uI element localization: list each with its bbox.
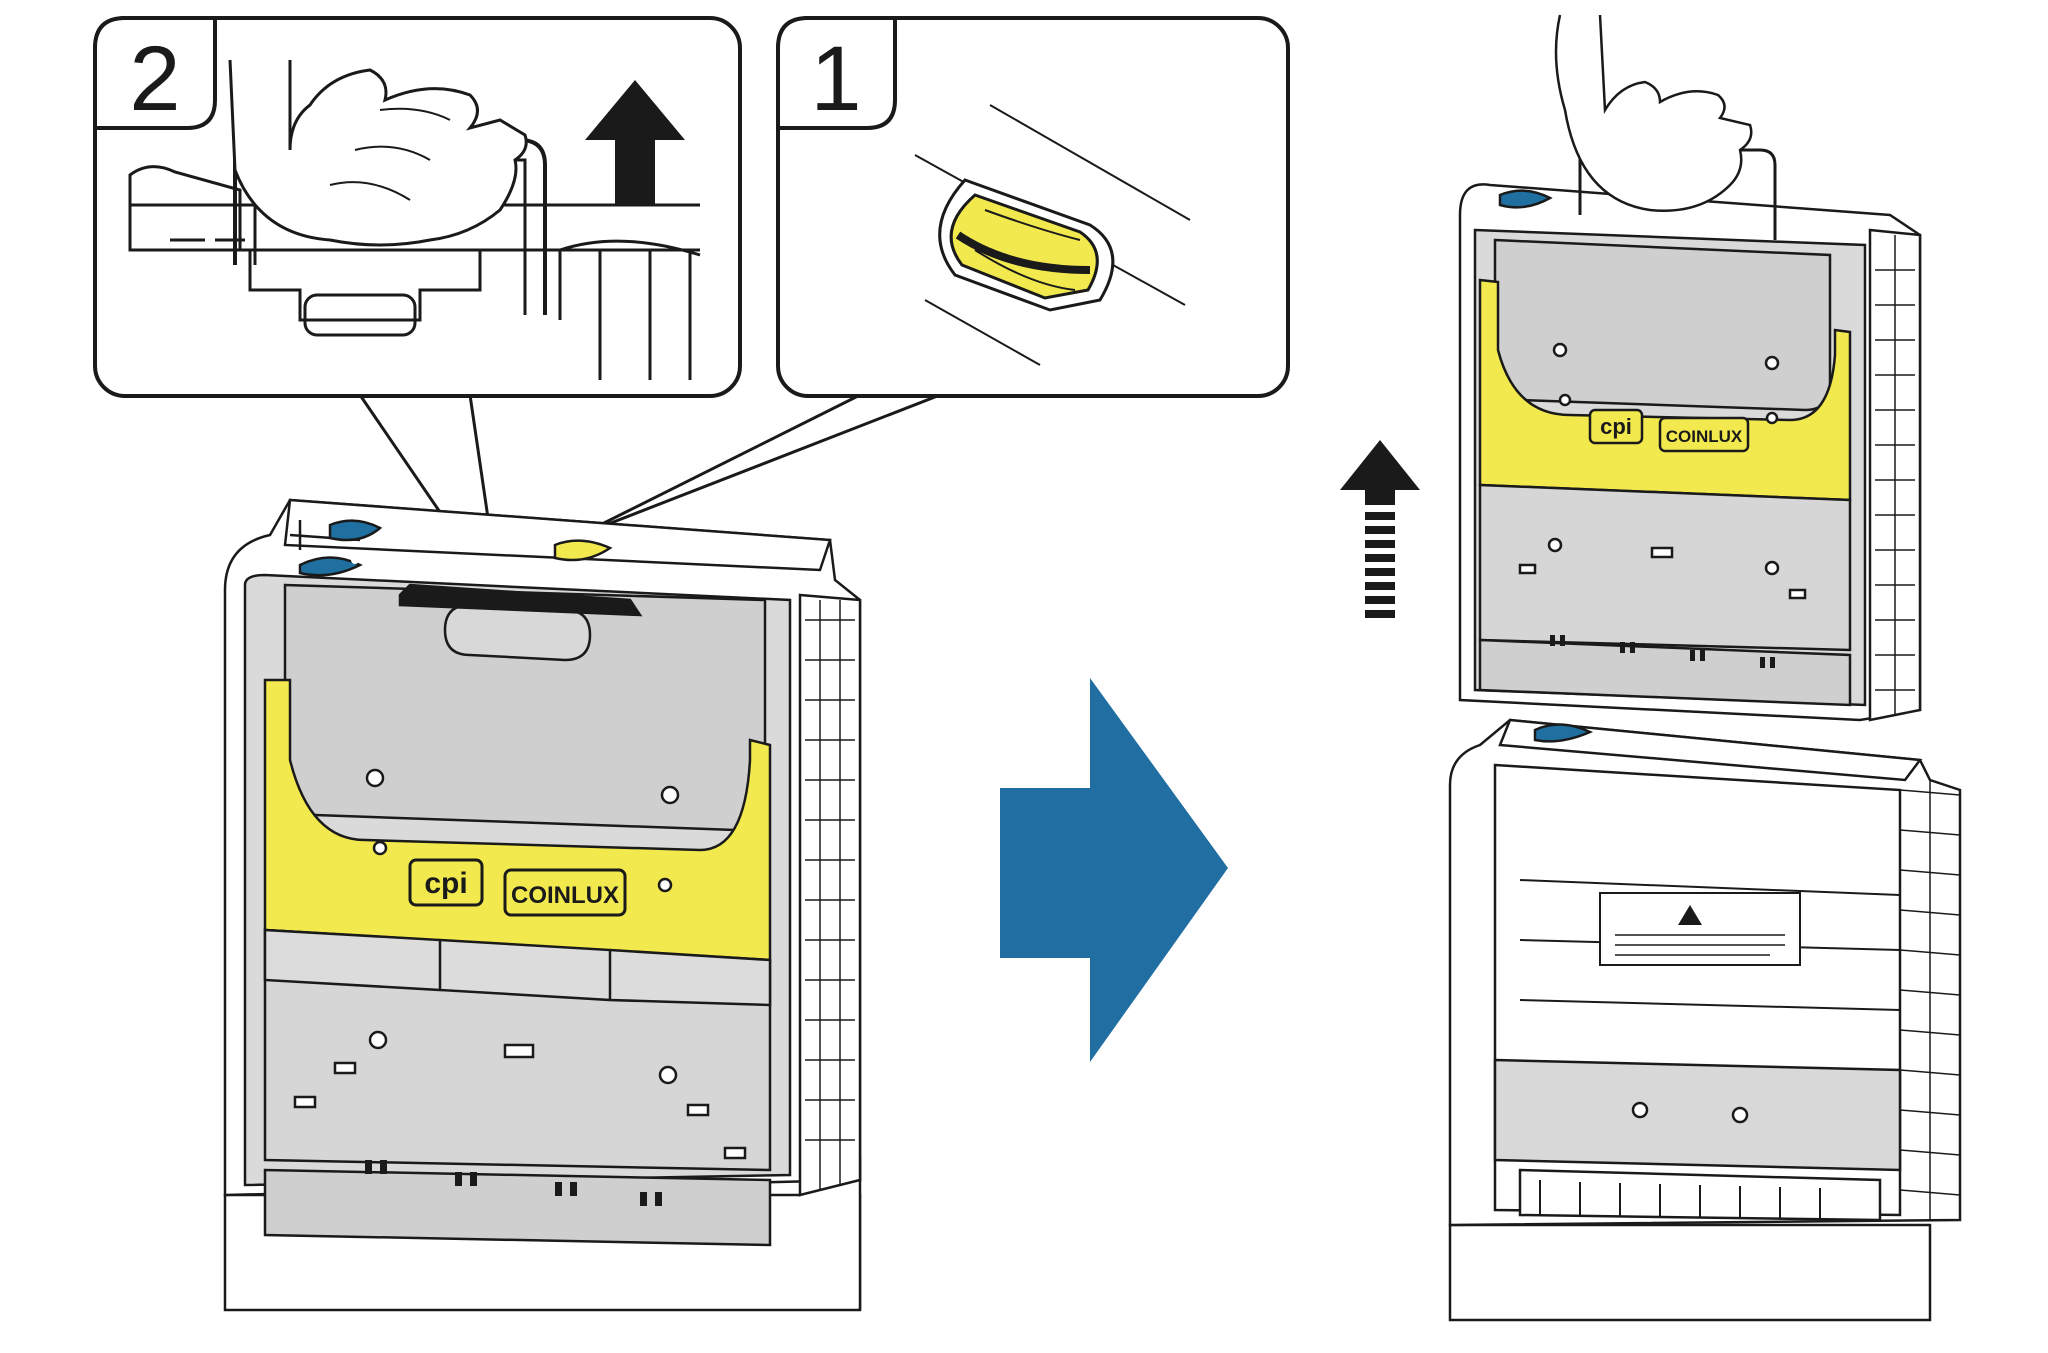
coinlux-logo: [503, 868, 627, 917]
removed-cassette: cpi COINLUX: [1458, 14, 1922, 722]
step-1-badge: 1: [810, 28, 861, 130]
coinlux-logo-small: [1658, 416, 1750, 453]
up-arrow-icon: [585, 80, 685, 205]
svg-text:cpi: cpi: [424, 867, 467, 900]
svg-text:COINLUX: COINLUX: [511, 882, 619, 909]
svg-text:cpi: cpi: [1600, 414, 1632, 439]
step-2-badge: 2: [129, 28, 180, 130]
release-lever: [938, 178, 1115, 312]
hand-icon: [1554, 14, 1753, 212]
blue-button-base: [1533, 723, 1594, 743]
callout-step-2: 2: [93, 16, 742, 398]
lift-arrow-icon: [1340, 440, 1420, 618]
assembled-unit: cpi COINLUX: [223, 498, 862, 1312]
warning-label: [1599, 892, 1801, 966]
callout-step-1: 1: [776, 16, 1290, 398]
hand-icon: [228, 59, 528, 247]
cpi-logo: [408, 858, 484, 907]
svg-text:COINLUX: COINLUX: [1666, 427, 1743, 446]
yellow-lever-small: [553, 539, 613, 562]
right-arrow-icon: [1000, 678, 1228, 1062]
blue-button-front: [298, 556, 363, 577]
cpi-logo-small: [1588, 408, 1644, 445]
empty-base-unit: [1448, 718, 1962, 1322]
blue-button-cassette: [1498, 189, 1553, 209]
blue-button-top: [328, 519, 383, 542]
